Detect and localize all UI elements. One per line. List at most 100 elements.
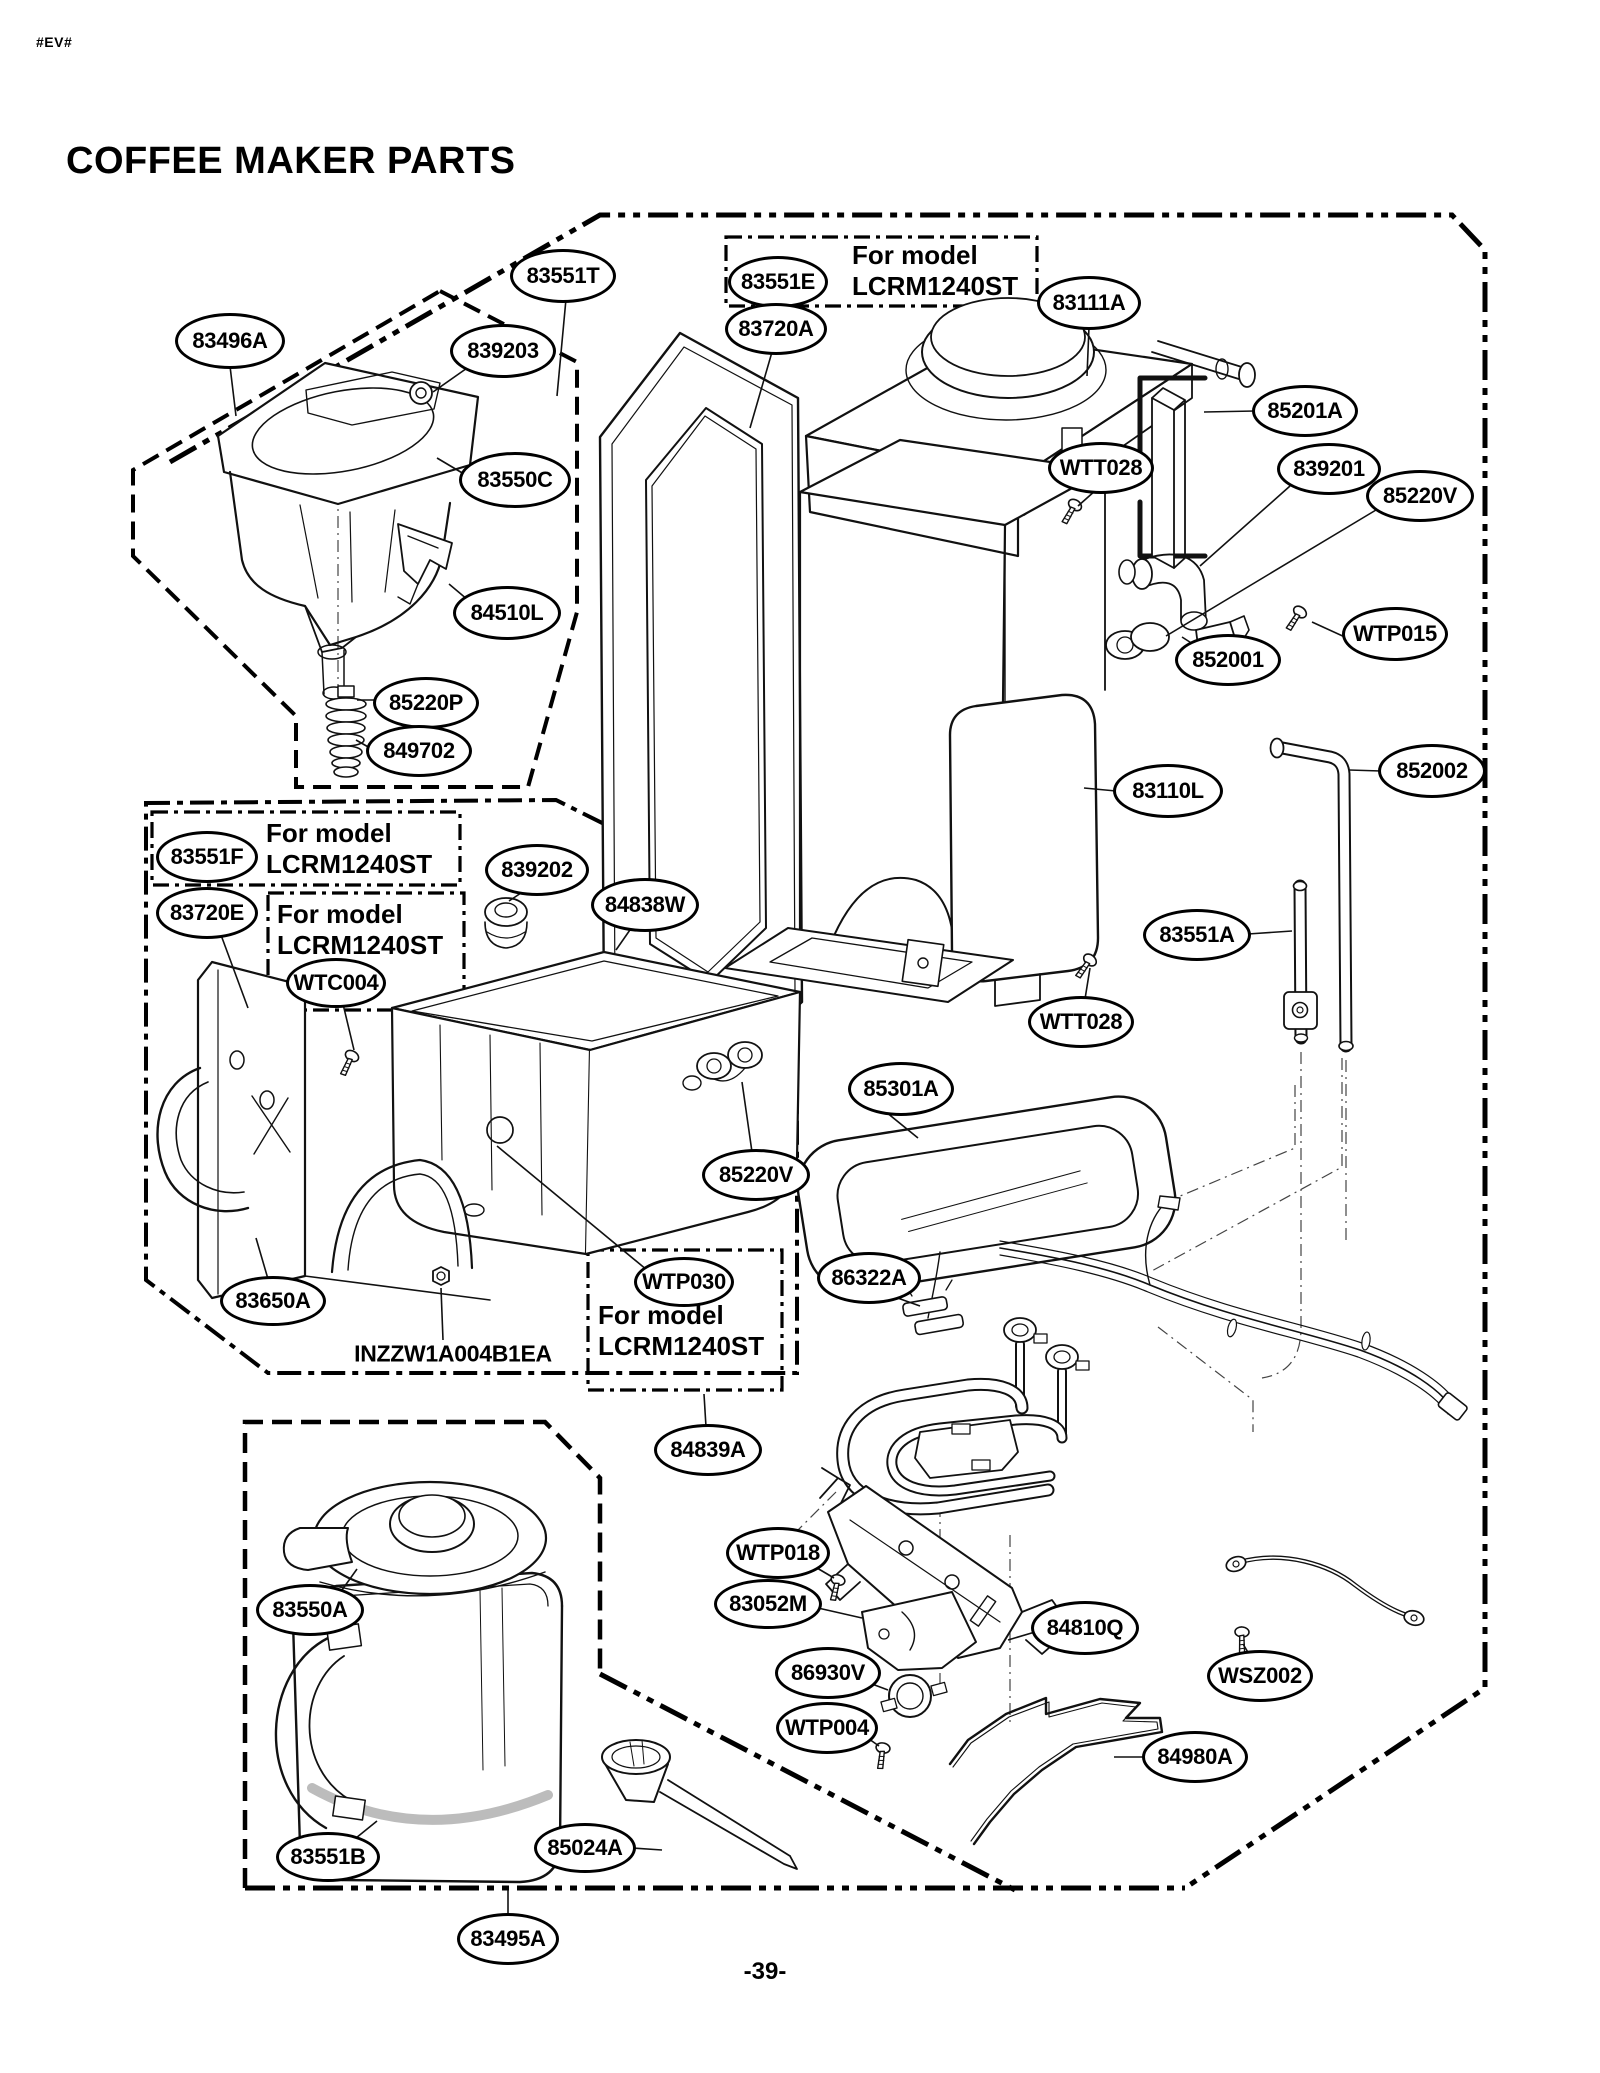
leader-85201a: [1203, 410, 1256, 413]
page-number: -39-: [743, 1958, 787, 1985]
leader-85220v-2: [741, 1081, 753, 1153]
wire-clip-part: [902, 1279, 965, 1336]
model-note-line1: For model: [277, 899, 403, 929]
container-part: [390, 950, 802, 1256]
part-callout-839202: 839202: [485, 844, 589, 896]
part-callout-839203: 839203: [450, 324, 556, 378]
leader-wtp030: [496, 1145, 648, 1271]
part-callout-83551b: 83551B: [276, 1832, 380, 1882]
part-callout-wtp004: WTP004: [776, 1702, 878, 1754]
part-callout-85024a: 85024A: [534, 1823, 636, 1873]
hex-nut-part: [432, 1266, 450, 1286]
model-note-left-lower: For model LCRM1240ST: [277, 899, 443, 961]
leader-wtp018: [816, 1567, 835, 1579]
part-callout-839201: 839201: [1277, 443, 1381, 495]
bushing-part: [682, 1041, 763, 1091]
leader-83720a: [749, 351, 773, 429]
leader-inzzw1a004b1ea: [440, 1287, 444, 1341]
leader-852002: [1348, 769, 1382, 772]
leader-wtc004: [342, 1003, 355, 1051]
leader-83650a: [255, 1237, 269, 1280]
model-note-line1: For model: [852, 240, 978, 270]
part-callout-83551a: 83551A: [1143, 909, 1251, 961]
part-callout-852002: 852002: [1378, 744, 1486, 798]
part-callout-83496a: 83496A: [175, 313, 285, 369]
model-note-line2: LCRM1240ST: [266, 849, 433, 879]
part-callout-wtt028-2: WTT028: [1028, 996, 1134, 1048]
leader-839201: [1199, 485, 1291, 567]
part-callout-83720a: 83720A: [725, 303, 827, 355]
model-note-top: For model LCRM1240ST: [852, 240, 1018, 302]
leader-85024a: [631, 1847, 663, 1851]
part-callout-85220v-2: 85220V: [702, 1149, 810, 1201]
straight-tube-part: [1283, 879, 1318, 1045]
leader-83551t: [556, 298, 567, 397]
part-callout-84839a: 84839A: [654, 1424, 762, 1476]
leader-83551a: [1247, 930, 1293, 935]
part-callout-83551f: 83551F: [156, 831, 258, 883]
model-note-left-upper: For model LCRM1240ST: [266, 818, 432, 880]
bracket-panel-part: [156, 960, 491, 1301]
leader-83550c: [436, 457, 465, 475]
carafe-part: [274, 1480, 564, 1884]
leader-83496a: [229, 365, 237, 417]
corner-tag: #EV#: [36, 34, 73, 50]
ground-wire-part: [1225, 1555, 1425, 1627]
parts-art: [156, 297, 1468, 1884]
part-callout-83551e: 83551E: [728, 256, 828, 308]
part-callout-84838w: 84838W: [591, 878, 699, 932]
model-note-bottom: For model LCRM1240ST: [598, 1300, 764, 1362]
wire-frame-part: [948, 1696, 1164, 1846]
model-note-line2: LCRM1240ST: [852, 271, 1019, 301]
part-callout-83110l: 83110L: [1113, 764, 1223, 818]
part-callout-83551t: 83551T: [510, 249, 616, 303]
part-label-inzzw1a004b1ea: INZZW1A004B1EA: [352, 1340, 554, 1368]
part-callout-83052m: 83052M: [714, 1579, 822, 1629]
wire-harness-part: [927, 1195, 1468, 1421]
part-callout-83650a: 83650A: [220, 1276, 326, 1326]
spring-part: [325, 685, 367, 778]
screw-icons: [339, 498, 1308, 1770]
part-callout-85301a: 85301A: [848, 1062, 954, 1116]
part-callout-83111a: 83111A: [1037, 276, 1141, 330]
part-callout-85220v-1: 85220V: [1366, 470, 1474, 522]
part-callout-849702: 849702: [366, 725, 472, 777]
part-callout-83720e: 83720E: [156, 887, 258, 939]
part-callout-86322a: 86322A: [817, 1252, 921, 1304]
leader-83111a: [1086, 326, 1090, 377]
part-callout-85201a: 85201A: [1252, 385, 1358, 437]
leader-wtt028-2: [1084, 967, 1091, 1000]
leader-83550a: [341, 1568, 358, 1591]
inlet-post-part: [1137, 375, 1208, 569]
part-callout-84510l: 84510L: [453, 586, 561, 640]
leader-84810q: [1007, 1631, 1036, 1641]
leader-84839a: [703, 1393, 707, 1428]
part-callout-wtp018: WTP018: [726, 1527, 830, 1579]
thermostat-parts: [861, 1591, 977, 1718]
leader-85301a: [885, 1111, 919, 1139]
part-callout-wsz002: WSZ002: [1207, 1650, 1313, 1702]
leader-85220v-1: [1165, 509, 1377, 637]
leader-83551b: [355, 1820, 378, 1839]
scoop-part: [601, 1739, 798, 1870]
part-callout-83495a: 83495A: [457, 1913, 559, 1965]
bent-pipe-part: [1269, 737, 1354, 1053]
part-callout-wtp015: WTP015: [1342, 607, 1448, 661]
part-callout-852001: 852001: [1175, 634, 1281, 686]
grommet-part: [484, 897, 528, 949]
leader-wtp015: [1311, 621, 1348, 639]
part-callout-84810q: 84810Q: [1031, 1601, 1139, 1655]
lid-part: [796, 1095, 1177, 1293]
leader-839203: [432, 365, 471, 393]
part-callout-86930v: 86930V: [775, 1647, 881, 1699]
heater-part: [836, 1317, 1090, 1516]
part-callout-83550a: 83550A: [256, 1584, 364, 1636]
leader-83052m: [817, 1607, 863, 1619]
water-tank-part: [724, 438, 1107, 1007]
brew-funnel-assembly: [216, 361, 480, 700]
part-callout-wtt028-1: WTT028: [1048, 442, 1154, 494]
part-callout-wtc004: WTC004: [286, 958, 386, 1008]
part-callout-83550c: 83550C: [459, 452, 571, 508]
